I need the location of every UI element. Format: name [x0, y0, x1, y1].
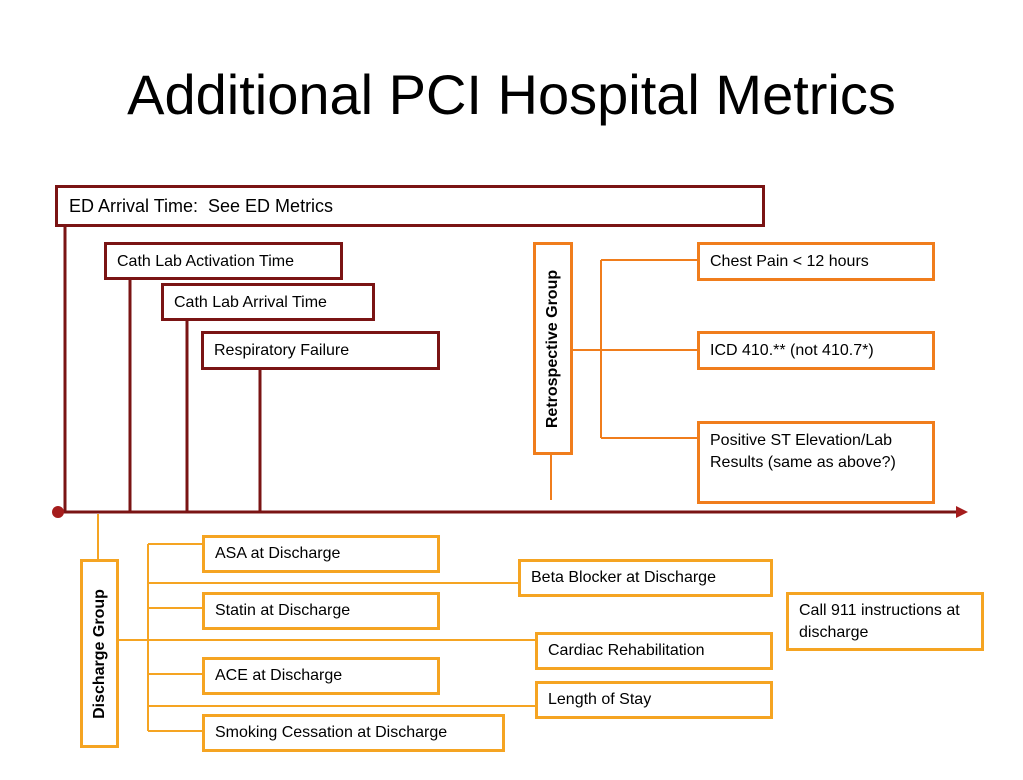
cath-activation-label: Cath Lab Activation Time [117, 253, 294, 270]
timeline-arrowhead [956, 506, 968, 518]
cath-activation-box: Cath Lab Activation Time [104, 242, 343, 280]
timeline-start-dot [52, 506, 64, 518]
retrospective-group-label: Retrospective Group [544, 269, 561, 428]
st-elevation-label: Positive ST Elevation/Lab Results (same … [710, 432, 896, 471]
call-911-box: Call 911 instructions at discharge [786, 592, 984, 651]
respiratory-failure-box: Respiratory Failure [201, 331, 440, 370]
ed-arrival-label: ED Arrival Time: See ED Metrics [69, 196, 334, 216]
asa-box: ASA at Discharge [202, 535, 440, 573]
cardiac-rehab-box: Cardiac Rehabilitation [535, 632, 773, 670]
cardiac-rehab-label: Cardiac Rehabilitation [548, 642, 705, 659]
discharge-group-label: Discharge Group [90, 588, 108, 719]
page-title: Additional PCI Hospital Metrics [127, 63, 896, 126]
discharge-group-box: Discharge Group [80, 559, 119, 748]
smoking-cessation-label: Smoking Cessation at Discharge [215, 724, 448, 741]
cath-arrival-label: Cath Lab Arrival Time [174, 294, 327, 311]
icd-label: ICD 410.** (not 410.7*) [710, 342, 874, 359]
cath-arrival-box: Cath Lab Arrival Time [161, 283, 375, 321]
statin-label: Statin at Discharge [215, 602, 351, 619]
beta-blocker-label: Beta Blocker at Discharge [531, 569, 716, 586]
asa-label: ASA at Discharge [215, 545, 341, 562]
ace-label: ACE at Discharge [215, 667, 343, 684]
ed-arrival-box: ED Arrival Time: See ED Metrics [55, 185, 765, 227]
icd-box: ICD 410.** (not 410.7*) [697, 331, 935, 370]
respiratory-failure-label: Respiratory Failure [214, 342, 350, 359]
ace-box: ACE at Discharge [202, 657, 440, 695]
chest-pain-label: Chest Pain < 12 hours [710, 253, 869, 270]
call-911-label: Call 911 instructions at discharge [799, 602, 960, 641]
length-of-stay-box: Length of Stay [535, 681, 773, 719]
beta-blocker-box: Beta Blocker at Discharge [518, 559, 773, 597]
length-of-stay-label: Length of Stay [548, 691, 652, 708]
chest-pain-box: Chest Pain < 12 hours [697, 242, 935, 281]
st-elevation-box: Positive ST Elevation/Lab Results (same … [697, 421, 935, 504]
statin-box: Statin at Discharge [202, 592, 440, 630]
smoking-cessation-box: Smoking Cessation at Discharge [202, 714, 505, 752]
retrospective-group-box: Retrospective Group [533, 242, 573, 455]
